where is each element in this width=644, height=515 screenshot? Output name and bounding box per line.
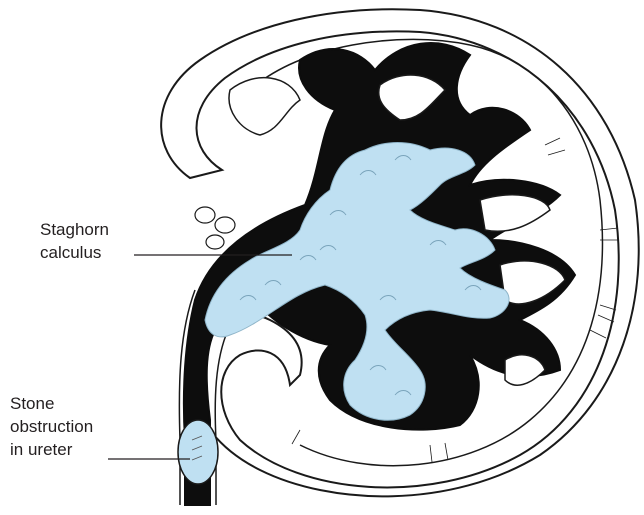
stone-label-line-1: Stone [10,392,93,415]
papilla-1 [229,78,300,135]
papilla-3 [480,195,550,232]
hilum-fat [195,207,235,249]
ureter-stone [178,420,218,484]
ureter-stone-label: Stone obstruction in ureter [10,392,93,461]
staghorn-label-line-2: calculus [40,241,109,264]
stone-label-line-3: in ureter [10,438,93,461]
staghorn-calculus-label: Staghorn calculus [40,218,109,264]
staghorn-label-line-1: Staghorn [40,218,109,241]
stone-label-line-2: obstruction [10,415,93,438]
